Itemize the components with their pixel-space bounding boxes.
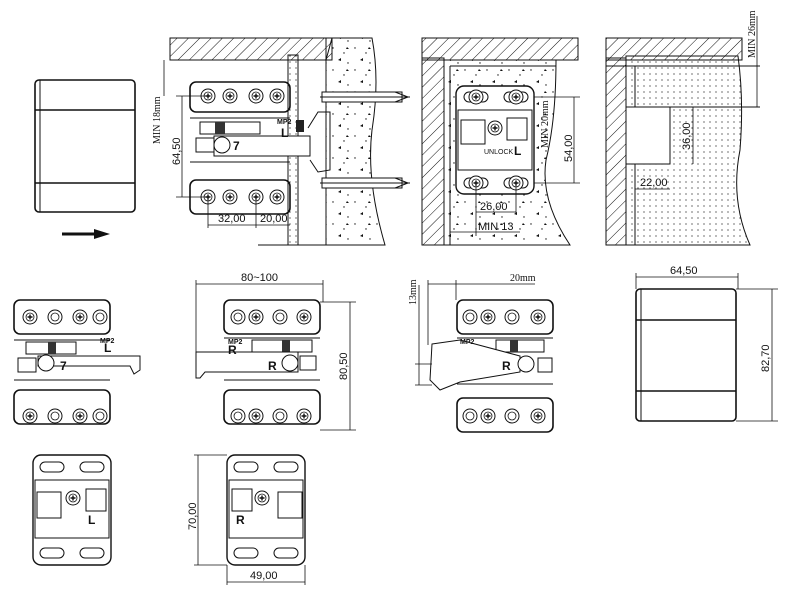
dim-hole-spacing: 32,00 xyxy=(218,213,246,225)
dim-min-edge: MIN 13 xyxy=(478,221,513,233)
part-mark: MP2 xyxy=(228,339,243,346)
side-mark: L xyxy=(514,144,521,158)
front-install-view: UNLOCK L 54,00 MIN 20mm 26,00 MIN 13 xyxy=(421,37,580,246)
dim-height: 82,70 xyxy=(760,344,772,372)
part-mark: MP2 xyxy=(277,119,292,126)
hinge-mark: R xyxy=(502,359,511,373)
hinge-view-right: MP2 R R 80~100 80,50 xyxy=(195,272,356,431)
arrow-right-icon xyxy=(62,229,110,239)
dim-width: 64,50 xyxy=(670,265,698,277)
dim-offset-v: 13mm xyxy=(408,279,419,305)
hinge-view-left: MP2 L 7 xyxy=(13,299,141,425)
dim-height: 80,50 xyxy=(338,352,350,380)
part-mark: MP2 xyxy=(460,339,475,346)
dim-offset-h: 20mm xyxy=(510,273,536,284)
side-install-view: MP2 L 7 MIN 18mm 64,50 32,00 20,00 xyxy=(152,37,410,246)
cover-view-right: 64,50 82,70 xyxy=(635,265,778,422)
side-mark: R xyxy=(228,343,237,357)
hinge-mark: R xyxy=(268,359,277,373)
unlock-label: UNLOCK xyxy=(484,149,514,156)
side-mark: L xyxy=(88,513,95,527)
dim-min-gap: MIN 20mm xyxy=(540,100,551,148)
dim-height: 70,00 xyxy=(187,502,199,530)
dim-width: 49,00 xyxy=(250,570,278,582)
dim-edge-offset: 20,00 xyxy=(260,213,288,225)
anchor-bolt-top xyxy=(320,91,410,103)
plate-view-right: R 70,00 49,00 xyxy=(187,454,306,585)
side-mark: L xyxy=(104,341,111,355)
side-mark: R xyxy=(236,513,245,527)
dim-height: 54,00 xyxy=(563,134,575,162)
hinge-mark: 7 xyxy=(233,139,240,153)
part-mark: MP2 xyxy=(100,338,115,345)
dim-min-gap: MIN 26mm xyxy=(747,10,758,58)
hinge-view-right-open: MP2 R 20mm 13mm xyxy=(408,273,554,433)
side-mark: L xyxy=(281,126,288,140)
cover-view-left xyxy=(34,79,136,213)
plate-view-left: L xyxy=(32,454,112,566)
dim-width-range: 80~100 xyxy=(241,272,278,284)
anchor-bolt-bottom xyxy=(320,177,410,189)
dim-min-gap: MIN 18mm xyxy=(152,96,163,144)
hinge-mark: 7 xyxy=(60,359,67,373)
dim-height: 36,00 xyxy=(681,122,693,150)
dim-hole-spacing: 26,00 xyxy=(480,201,508,213)
dim-height: 64,50 xyxy=(171,137,183,165)
dim-depth: 22,00 xyxy=(640,177,668,189)
cutout-view: MIN 26mm 36,00 22,00 xyxy=(605,10,760,246)
